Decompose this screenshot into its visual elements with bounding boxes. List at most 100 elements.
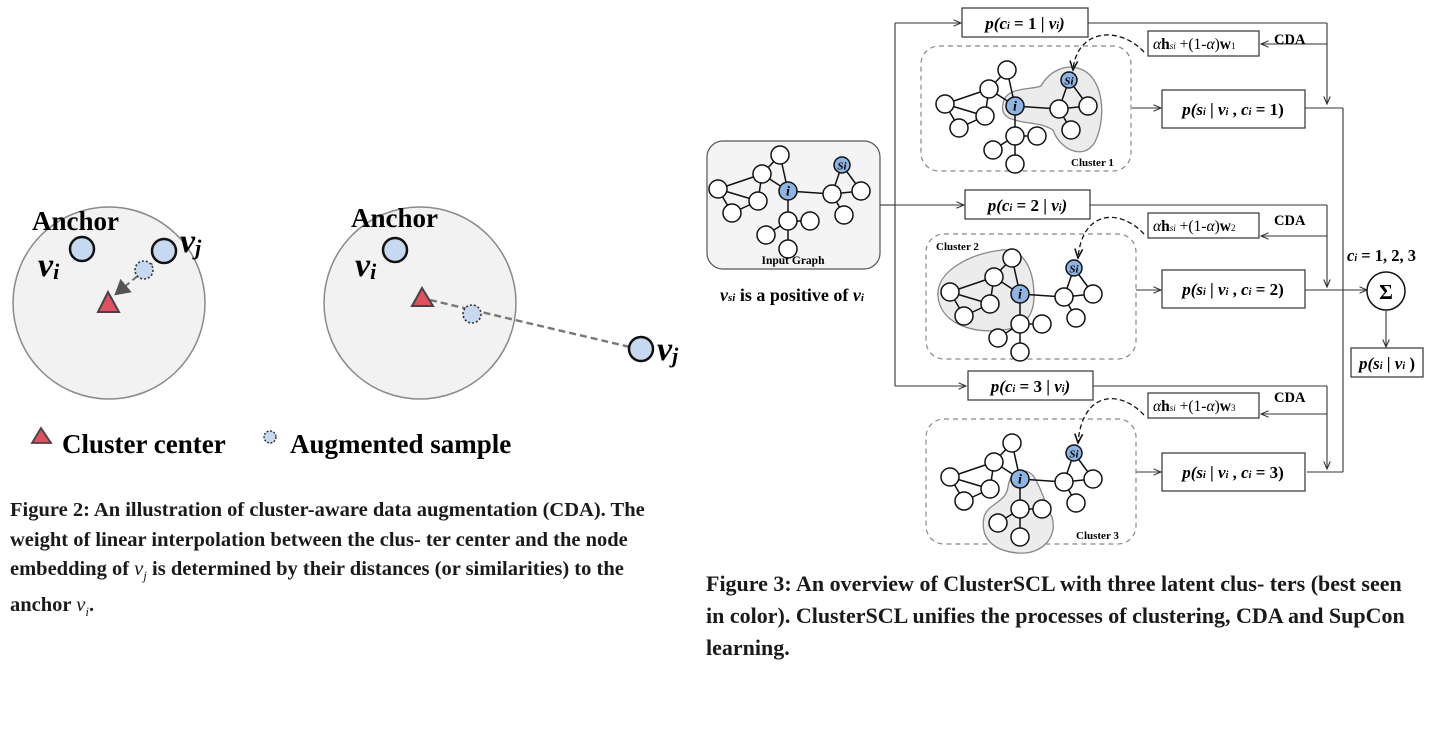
graph-node	[988, 328, 1008, 348]
graph-node	[752, 164, 772, 184]
interpolation-line	[429, 298, 631, 349]
cda-label: CDA	[1274, 390, 1306, 406]
cda-formula-box	[1147, 392, 1260, 419]
cluster-center-icon	[96, 289, 121, 313]
graph-node	[940, 282, 960, 302]
graph-node	[983, 140, 1003, 160]
graph-node	[778, 239, 798, 259]
anchor-node-i	[1005, 96, 1025, 116]
graph-node	[954, 306, 974, 326]
vi-label: vi	[355, 247, 377, 284]
graph-node	[1005, 126, 1025, 146]
anchor-label: Anchor	[351, 203, 438, 233]
node-si-label: Si	[837, 161, 847, 173]
graph-node	[834, 205, 854, 225]
figure-2-diagram: Anchor vi vj Anchor vi vj Cluster center…	[12, 203, 679, 459]
cda-augment-arrow	[1078, 398, 1145, 443]
routing-lines	[880, 23, 1386, 472]
node-i-label: i	[1018, 288, 1022, 303]
graph-node	[722, 203, 742, 223]
anchor-node-vi	[68, 235, 96, 263]
cda-formula: αhsi +(1-α)w3	[1153, 398, 1236, 415]
graph-node	[778, 211, 798, 231]
prior-formula: p(ci = 3 | vi)	[989, 377, 1070, 396]
cluster-panel	[925, 233, 1137, 360]
figure-3-diagram: iSi Input Graph vsi is a positive of vi …	[706, 7, 1424, 554]
graph-node	[988, 513, 1008, 533]
figure-2-caption: Figure 2: An illustration of cluster-awa…	[10, 499, 645, 619]
likelihood-box	[1161, 89, 1306, 129]
cda-augment-arrow	[1078, 216, 1145, 258]
graph-node	[1061, 120, 1081, 140]
graph-node	[1002, 248, 1022, 268]
cluster-panel	[920, 45, 1132, 172]
graph-node	[1002, 433, 1022, 453]
graph-node	[980, 479, 1000, 499]
figure2-legend: Cluster center Augmented sample	[30, 426, 511, 459]
graph-node	[984, 267, 1004, 287]
cda-formula: αhsi +(1-α)w1	[1153, 36, 1236, 53]
graph-node	[935, 94, 955, 114]
graph-node	[800, 211, 820, 231]
figure2-right-panel: Anchor vi vj	[323, 203, 679, 400]
vi-label: vi	[38, 247, 60, 284]
graph-node	[1010, 499, 1030, 519]
graph-node	[851, 181, 871, 201]
graph-node	[748, 191, 768, 211]
sigma-symbol: Σ	[1379, 280, 1393, 304]
input-graph-panel: iSi Input Graph vsi is a positive of vi	[706, 140, 881, 305]
graph-node	[1066, 308, 1086, 328]
anchor-node-i	[1010, 284, 1030, 304]
graph-node	[1049, 99, 1069, 119]
cluster-label: Cluster 3	[1076, 530, 1119, 542]
graph-node	[1066, 493, 1086, 513]
graph-node	[1010, 342, 1030, 362]
graph-node	[940, 467, 960, 487]
node-si-label: Si	[1064, 76, 1074, 88]
likelihood-box	[1161, 269, 1306, 309]
node-si-label: Si	[1069, 449, 1079, 461]
graph-node	[770, 145, 790, 165]
node-vj	[627, 335, 655, 363]
vj-label: vj	[180, 223, 202, 260]
graph-node	[1005, 154, 1025, 174]
node-i-label: i	[1013, 100, 1017, 115]
input-graph-network: iSi	[708, 145, 871, 259]
cluster-label: Cluster 2	[936, 241, 979, 253]
graph-node	[984, 452, 1004, 472]
likelihood-formula: p(si | vi , ci = 2)	[1180, 280, 1284, 299]
graph-node	[997, 60, 1017, 80]
anchor-label: Anchor	[32, 206, 119, 236]
node-i-label: i	[1018, 473, 1022, 488]
cda-formula: αhsi +(1-α)w2	[1153, 218, 1236, 235]
figure-3-caption: Figure 3: An overview of ClusterSCL with…	[706, 571, 1405, 660]
graph-node	[1027, 126, 1047, 146]
graph-node	[979, 79, 999, 99]
graph-node	[1078, 96, 1098, 116]
sum-range-label: ci = 1, 2, 3	[1347, 246, 1416, 265]
positive-node-si	[1060, 71, 1078, 89]
input-graph-label: Input Graph	[762, 255, 826, 267]
anchor-node-vi	[381, 236, 409, 264]
legend-cluster-center-label: Cluster center	[62, 429, 226, 459]
graph-node	[1083, 469, 1103, 489]
graph-node	[756, 225, 776, 245]
cda-augment-arrow	[1073, 34, 1145, 70]
likelihood-box	[1161, 452, 1306, 492]
positive-node-si	[833, 156, 851, 174]
augmented-sample	[134, 260, 154, 280]
anchor-node-i	[1010, 469, 1030, 489]
cda-label: CDA	[1274, 213, 1306, 229]
likelihood-formula: p(si | vi , ci = 3)	[1180, 463, 1284, 482]
positive-node-si	[1065, 259, 1083, 277]
graph-node	[975, 106, 995, 126]
anchor-node-i	[778, 181, 798, 201]
cda-formula-box	[1147, 30, 1260, 57]
cda-label: CDA	[1274, 32, 1306, 48]
legend-cluster-center-icon	[30, 426, 53, 444]
graph-node	[1010, 527, 1030, 547]
graph-node	[954, 491, 974, 511]
cda-formula-box	[1147, 212, 1260, 239]
